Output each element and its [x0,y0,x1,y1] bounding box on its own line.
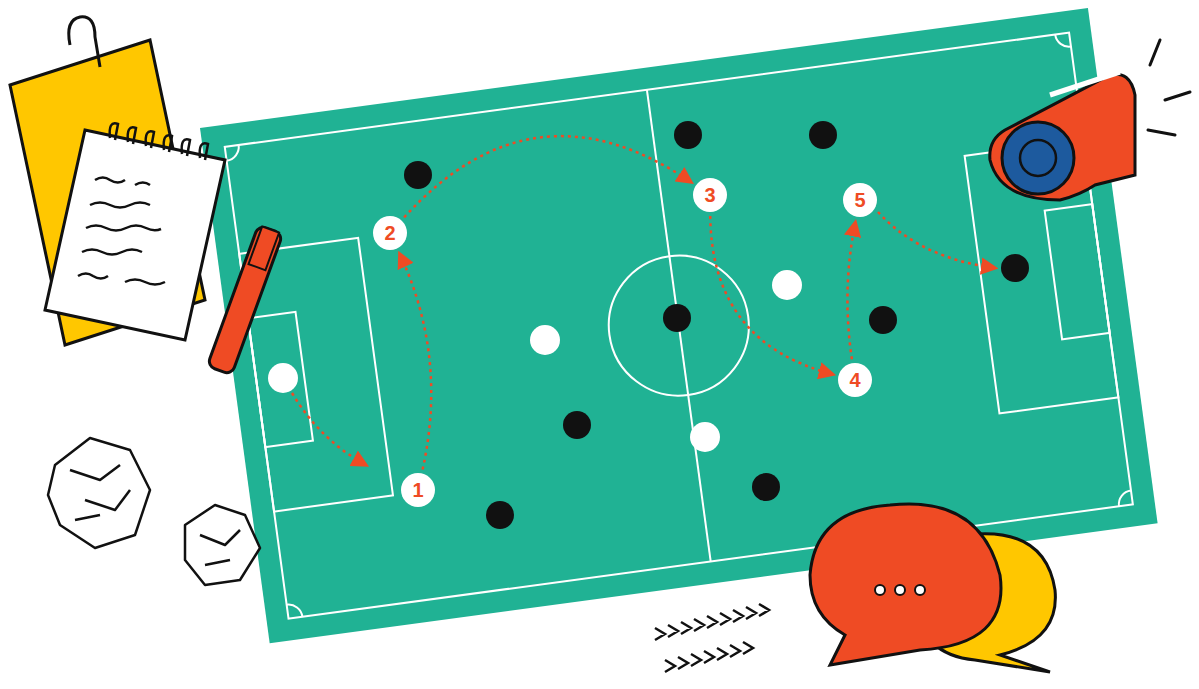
team-players [268,270,802,452]
marker-pen [207,225,283,375]
speech-bubbles [810,504,1055,672]
callout-number: 2 [384,223,395,243]
pass-arrow [404,136,691,217]
callout-number: 3 [704,185,715,205]
callout-number: 4 [849,370,860,390]
pass-marker: 1 [401,473,435,507]
paper-clip [69,17,100,67]
crumpled-paper [48,438,260,585]
pass-arrow [292,393,366,465]
whistle [990,40,1190,200]
pass-marker: 2 [373,216,407,250]
pass-arrow [847,223,855,360]
opponent-players [404,121,1029,529]
pass-arrow [710,216,832,374]
pass-marker: 4 [838,363,872,397]
chevrons [655,604,769,672]
shot-arrow [878,212,995,268]
callout-number: 1 [412,480,423,500]
pass-marker: 3 [693,178,727,212]
spiral-notebook [45,123,225,340]
callout-number: 5 [854,190,865,210]
pass-arrow [400,254,432,470]
pass-marker: 5 [843,183,877,217]
